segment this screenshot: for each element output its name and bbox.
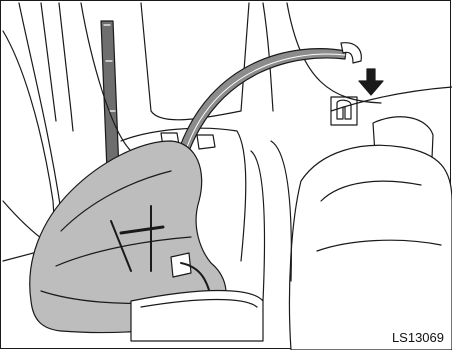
front-seat xyxy=(289,117,452,350)
rear-interior-panel xyxy=(251,141,291,301)
seat-cushion xyxy=(131,291,263,342)
tether-anchor-icon xyxy=(331,97,357,125)
figure-code: LS13069 xyxy=(390,330,446,346)
down-arrow-icon xyxy=(359,69,383,95)
